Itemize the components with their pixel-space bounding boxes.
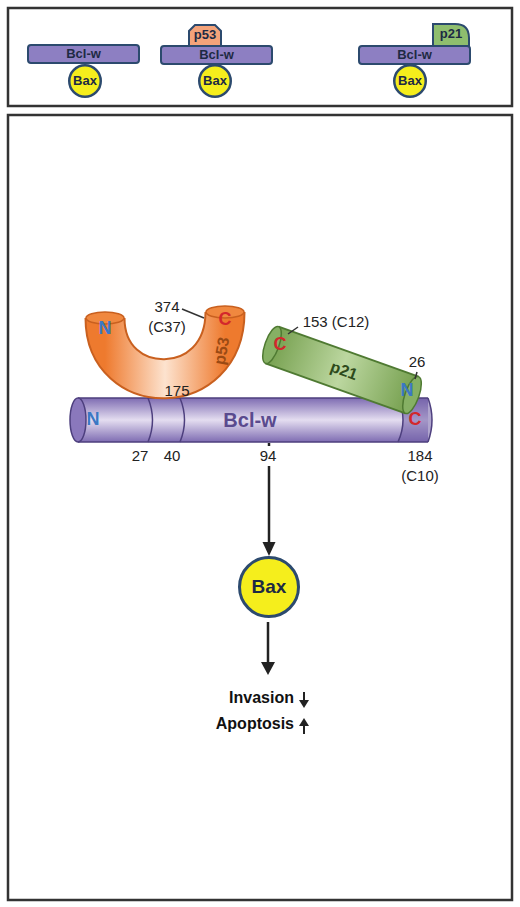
callout-number: 27	[126, 446, 154, 466]
p53-tab: p53	[188, 24, 222, 46]
bottom-panel	[8, 115, 512, 900]
p21-tube: Cp21N	[248, 318, 434, 418]
bax-circle: Bax	[393, 64, 427, 98]
callout-number: 153 (C12)	[296, 312, 376, 332]
node-text: Bcl-w	[210, 408, 290, 432]
node-text: Bax	[198, 64, 232, 98]
connector-arrow	[263, 443, 276, 556]
node-text: C	[214, 309, 236, 331]
leader-line	[182, 309, 204, 318]
node-text: Bcl-w	[358, 45, 471, 65]
outcome-arrow	[267, 622, 270, 664]
connector-line	[268, 443, 271, 544]
node-text: N	[396, 380, 418, 402]
up-arrowhead	[299, 718, 309, 726]
node-text: N	[82, 409, 104, 431]
node-text: Bcl-w	[27, 44, 140, 64]
node-text: N	[94, 318, 116, 340]
leader-line	[288, 327, 298, 334]
node-text: Bax	[68, 64, 102, 98]
bax-circle: Bax	[198, 64, 232, 98]
protein-bar: Bcl-w	[27, 44, 140, 64]
callout-number: 26	[405, 352, 429, 372]
leader-line	[415, 372, 417, 379]
callout-number: Invasion	[190, 688, 294, 708]
node-text: Bax	[393, 64, 427, 98]
callout-number: 94	[254, 446, 282, 466]
callout-number: 40	[158, 446, 186, 466]
callout-number: 184 (C10)	[396, 446, 444, 486]
top-panel	[8, 8, 512, 106]
outcome-arrowhead	[261, 662, 275, 675]
bax-circle: Bax	[68, 64, 102, 98]
up-arrow	[303, 724, 305, 734]
down-arrowhead	[299, 700, 309, 708]
node-text: C	[268, 334, 292, 356]
callout-number: 175	[160, 381, 194, 401]
protein-bar: Bcl-w	[358, 45, 471, 65]
node-text: Bax	[238, 556, 300, 618]
protein-bar: Bcl-w	[160, 45, 273, 65]
callout-number: Apoptosis	[190, 714, 294, 734]
node-text: p21	[432, 23, 470, 46]
p21-tab: p21	[432, 23, 470, 46]
arrowhead	[263, 542, 276, 556]
bax-circle: Bax	[238, 556, 300, 618]
callout-number: 374 (C37)	[142, 297, 192, 337]
down-arrow	[303, 692, 305, 702]
node-text: Bcl-w	[160, 45, 273, 65]
node-text: p53	[188, 24, 222, 46]
